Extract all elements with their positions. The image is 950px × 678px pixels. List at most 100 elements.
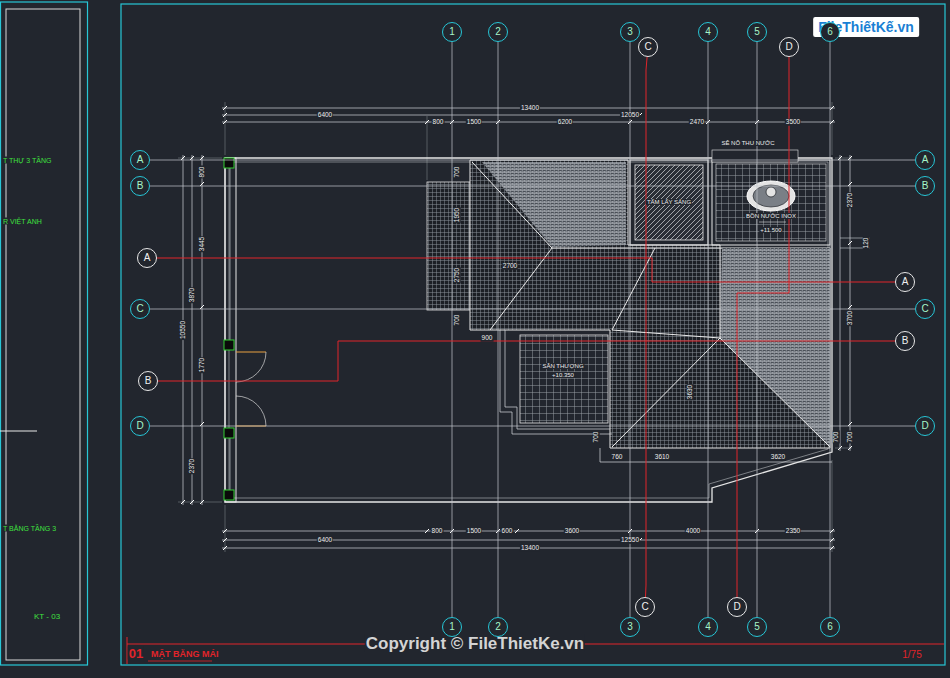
dimension-text: 2470 <box>689 119 705 126</box>
grid-label: 4 <box>705 622 711 632</box>
drawing-title: MẶT BẰNG MÁI <box>150 650 220 659</box>
dimension-text: 800 <box>431 528 444 535</box>
room-note: SÂN THƯỢNG <box>541 363 584 369</box>
dimension-text: 1500 <box>466 119 482 126</box>
grid-label: D <box>921 421 928 431</box>
dimension-text: 6200 <box>557 119 573 126</box>
title-block-text: T BẰNG TẦNG 3 <box>2 525 57 532</box>
dimension-text: 13400 <box>520 105 540 112</box>
grid-bubble: 6 <box>820 22 840 42</box>
grid-label: 4 <box>705 27 711 37</box>
section-label: D <box>785 42 792 52</box>
dimension-text: 1950 <box>454 207 461 223</box>
title-block-text: KT - 03 <box>33 613 61 621</box>
grid-label: 3 <box>627 27 633 37</box>
dimension-text: 3700 <box>847 310 854 326</box>
scale-text: 1/75 <box>901 650 922 660</box>
grid-line <box>830 42 831 617</box>
grid-bubble: 6 <box>820 617 840 637</box>
grid-bubble: 4 <box>698 617 718 637</box>
grid-label: 2 <box>495 27 501 37</box>
section-label: C <box>644 42 651 52</box>
grid-line <box>708 42 709 617</box>
dimension-text: 6400 <box>317 537 333 544</box>
dimension-text: 3630 <box>687 384 694 400</box>
dimension-text: 120 <box>863 237 870 250</box>
grid-bubble: D <box>915 416 935 436</box>
grid-bubble: B <box>130 176 150 196</box>
grid-label: 6 <box>827 622 833 632</box>
grid-label: C <box>136 304 143 314</box>
grid-label: B <box>922 181 929 191</box>
grid-bubble: 5 <box>747 617 767 637</box>
dimension-text: 2700 <box>502 263 518 270</box>
grid-bubble: B <box>915 176 935 196</box>
section-marker: A <box>137 248 157 268</box>
dimension-text: 700 <box>593 431 600 444</box>
room-note: +10.350 <box>551 372 575 378</box>
grid-label: A <box>137 155 144 165</box>
section-label: A <box>902 277 909 287</box>
room-note: BỒN NƯỚC INOX <box>745 213 797 219</box>
section-label: D <box>733 602 740 612</box>
section-line <box>158 341 895 381</box>
section-line <box>646 57 648 597</box>
grid-label: 1 <box>449 622 455 632</box>
section-label: C <box>641 602 648 612</box>
grid-label: 1 <box>449 27 455 37</box>
section-label: A <box>144 253 151 263</box>
grid-bubble: D <box>130 416 150 436</box>
dimension-text: 6400 <box>317 112 333 119</box>
grid-bubble: 1 <box>442 22 462 42</box>
grid-line <box>498 42 499 617</box>
title-block-text: T THỰ 3 TẦNG <box>2 157 52 164</box>
section-marker: C <box>635 597 655 617</box>
section-marker: D <box>727 597 747 617</box>
grid-label: D <box>136 421 143 431</box>
grid-bubble: C <box>915 299 935 319</box>
dimension-text: 2750 <box>454 267 461 283</box>
dimension-text: 3610 <box>654 454 670 461</box>
section-line <box>737 57 789 597</box>
dimension-text: 700 <box>454 314 461 327</box>
dimension-text: 3500 <box>785 119 801 126</box>
grid-line <box>150 309 915 310</box>
grid-bubble: 5 <box>747 22 767 42</box>
grid-line <box>452 42 453 617</box>
dimension-text: 1500 <box>466 528 482 535</box>
grid-line <box>150 186 915 187</box>
section-marker: B <box>895 331 915 351</box>
dimension-text: 2370 <box>847 192 854 208</box>
dimension-text: 900 <box>481 335 494 342</box>
dimension-text: 700 <box>847 431 854 444</box>
dimension-text: 10550 <box>180 320 187 340</box>
room-note: +11.500 <box>759 227 782 233</box>
grid-label: B <box>137 181 144 191</box>
dimension-text: 3600 <box>564 528 580 535</box>
grid-line <box>150 426 915 427</box>
dimension-text: 13400 <box>520 545 540 552</box>
section-label: B <box>145 376 152 386</box>
grid-bubble: A <box>130 150 150 170</box>
dimension-text: 12050 <box>620 112 640 119</box>
grid-bubble: 3 <box>620 22 640 42</box>
grid-label: 5 <box>754 27 760 37</box>
room-note: TẤM LẤY SÁNG <box>646 199 692 205</box>
grid-label: C <box>921 304 928 314</box>
grid-bubble: C <box>130 299 150 319</box>
section-label: B <box>902 336 909 346</box>
dimension-text: 3620 <box>770 454 786 461</box>
grid-bubble: 2 <box>488 22 508 42</box>
grid-label: 3 <box>627 622 633 632</box>
room-note: SÊ NÔ THU NƯỚC <box>720 140 775 146</box>
dimension-text: 3445 <box>199 236 206 252</box>
grid-bubble: 3 <box>620 617 640 637</box>
dimension-text: 12550 <box>620 537 640 544</box>
grid-bubble: 2 <box>488 617 508 637</box>
grid-label: 2 <box>495 622 501 632</box>
dimension-text: 4000 <box>685 528 701 535</box>
dimension-text: 800 <box>199 166 206 179</box>
